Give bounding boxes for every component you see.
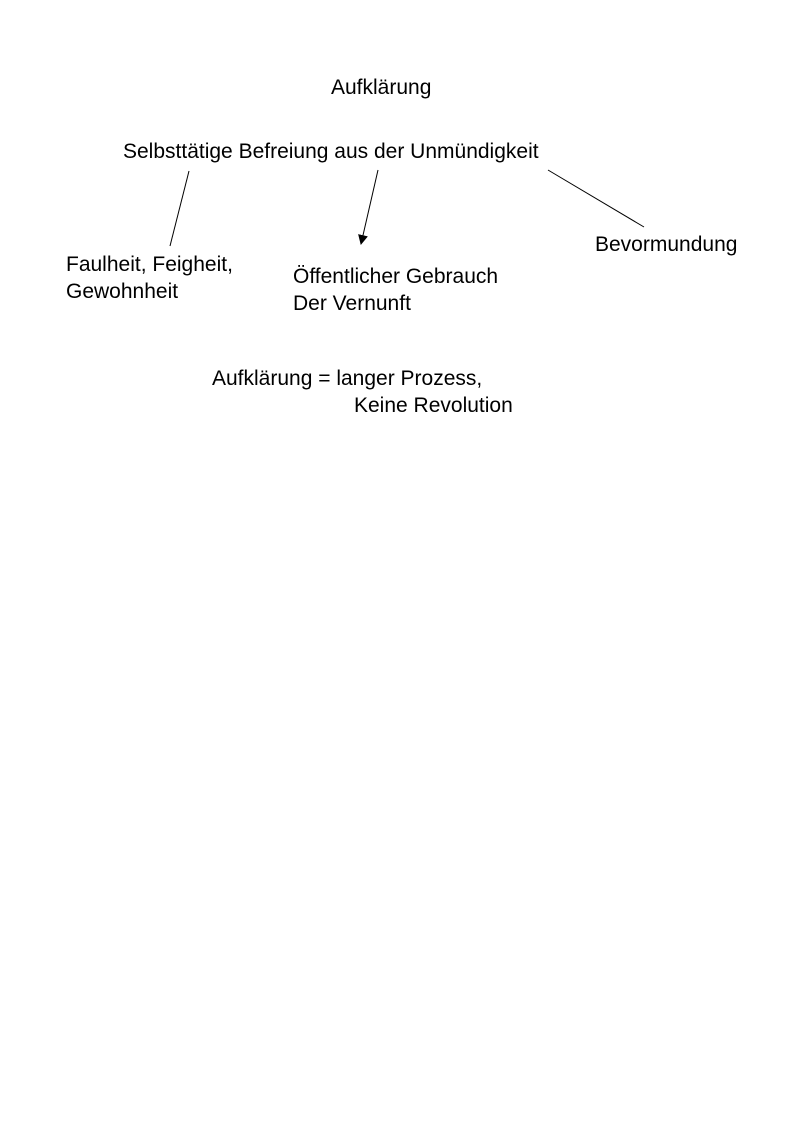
- branch-left-line1: Faulheit, Feigheit,: [66, 253, 233, 276]
- connector-middle-arrow: [358, 169, 379, 245]
- branch-middle-line1: Öffentlicher Gebrauch: [293, 265, 499, 288]
- diagram-title: Aufklärung: [331, 76, 432, 99]
- central-concept: Selbsttätige Befreiung aus der Unmündigk…: [123, 140, 539, 163]
- branch-right-line1: Bevormundung: [595, 233, 738, 256]
- branch-left-line2: Gewohnheit: [66, 280, 179, 303]
- conclusion-line1: Aufklärung = langer Prozess,: [212, 367, 483, 390]
- branch-middle-line2: Der Vernunft: [293, 292, 411, 315]
- connector-right: [547, 169, 645, 228]
- connector-left: [169, 170, 190, 247]
- conclusion-line2: Keine Revolution: [354, 394, 513, 417]
